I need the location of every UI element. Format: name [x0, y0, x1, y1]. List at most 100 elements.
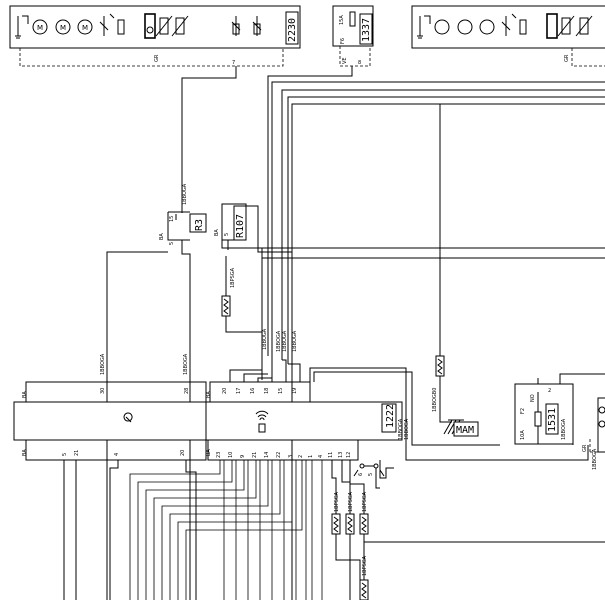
wire	[229, 369, 262, 382]
wire	[137, 460, 233, 600]
module-icon	[546, 13, 558, 39]
wire	[335, 534, 361, 580]
wire	[313, 371, 500, 446]
ecu-pin: 4	[318, 455, 324, 458]
ecu-top-right-label: BA	[206, 391, 212, 398]
relay-r107-ref: R107	[235, 214, 246, 238]
variable-resistor-icon	[155, 15, 189, 37]
ecu-top-right-group	[209, 381, 311, 402]
component-panel-right	[411, 5, 605, 49]
panel-2230-wire-label: GR	[154, 54, 160, 62]
fuse-1337-pin: 8	[358, 60, 361, 66]
fuse-1531-rating: 10A	[520, 430, 526, 440]
wire	[341, 460, 351, 514]
component-ground-mam: MAM 1BBOGB0	[432, 104, 479, 437]
ecu-pin: 16	[250, 388, 256, 394]
relay-r3-wire-code: 1BBOGA	[182, 183, 188, 205]
relay-r3-pin-top: 15	[169, 216, 175, 222]
relay-r107-wire-left: BA	[214, 229, 220, 236]
wire	[267, 66, 353, 356]
fuse-1337-wire-label: VE	[342, 57, 348, 64]
ecu-pin: 22	[276, 452, 282, 458]
relay-r3-wire-left: BA	[159, 233, 165, 240]
motor-icon: M	[55, 19, 71, 35]
ecu-pin: 19	[292, 388, 298, 394]
wire-code: 1BBOGA	[183, 353, 189, 375]
ecu-pin: 9	[240, 455, 246, 458]
ecu-pin: 2	[298, 455, 304, 458]
ecu-pin: 12	[346, 452, 352, 458]
panel-2230-bracket	[19, 48, 284, 67]
ecu-1222-ref: 1222	[385, 404, 396, 428]
wire	[271, 81, 605, 356]
ecu-pin: 20	[222, 388, 228, 394]
wire	[559, 373, 605, 384]
component-relay-r107: R107 BA 5	[214, 203, 293, 600]
resistor-icon	[519, 19, 527, 35]
svg-text:M: M	[60, 24, 66, 32]
wire	[379, 460, 394, 479]
wire	[177, 460, 293, 600]
svg-text:M: M	[37, 24, 43, 32]
wire	[287, 96, 605, 364]
panel-right-wire-label: GR	[564, 54, 570, 62]
fuse-1337-rating: 15A	[339, 15, 345, 25]
sensor-icon	[501, 13, 517, 36]
antenna-icon	[123, 412, 133, 423]
fuse-1337-bracket	[339, 46, 371, 67]
motor-icon: M	[77, 19, 93, 35]
ecu-pin: 1	[308, 455, 314, 458]
sensor-icon	[252, 16, 262, 36]
ecu-top-left-group	[25, 381, 207, 402]
panel-right-bracket	[571, 48, 605, 67]
ground-mam-ref: MAM	[456, 425, 474, 436]
fuse-1531-wire-code: 1BBOGA	[561, 418, 567, 440]
wireless-icon	[255, 410, 269, 433]
wire	[161, 460, 269, 600]
component-resistor: 1BPSGA	[359, 491, 369, 535]
ecu-bottom-left-group	[25, 440, 207, 461]
ecu-pin: 5	[62, 453, 68, 456]
wire	[282, 359, 287, 382]
resistor-wire-code: 1BPSGA	[362, 491, 368, 512]
relay-r3-pin-bottom: 5	[169, 242, 175, 245]
component-resistor: 1BPSGA	[345, 491, 355, 535]
ecu-pin: 10	[228, 452, 234, 458]
component-resistor: 1BPSGA	[331, 491, 341, 535]
wire	[363, 541, 605, 560]
module-icon	[144, 13, 156, 39]
ecu-bottom-right-group	[207, 440, 359, 461]
resistor-wire-code: 1BPSGA	[362, 555, 368, 576]
wire-code: 1BBOGA	[292, 330, 298, 352]
ecu-pin: 23	[216, 452, 222, 458]
wire	[331, 460, 337, 514]
wire	[288, 363, 301, 382]
wire	[243, 373, 268, 382]
ecu-pin: 14	[264, 452, 270, 458]
wire	[309, 367, 420, 461]
resistor-icon	[117, 19, 125, 35]
wire	[145, 460, 245, 600]
right-connector-wire-label: GR	[582, 444, 588, 452]
fuse-1337-ref: 1337	[361, 18, 372, 42]
resistor-wire-code: 1BPSGA	[230, 267, 236, 288]
wire-code: 1BBOGA	[100, 353, 106, 375]
ecu-pin: 18	[264, 388, 270, 394]
ecu-pin: 17	[236, 388, 242, 394]
wire	[291, 103, 605, 368]
panel-2230-ref: 2230	[287, 18, 298, 42]
sensor-icon	[231, 16, 241, 36]
ecu-pin: 5	[368, 473, 374, 476]
wire	[153, 460, 257, 600]
fuse-1337-fuse: F6	[340, 38, 346, 44]
ecu-top-left-label: BA	[22, 391, 28, 398]
component-right-connector: GR 1BBOGA	[582, 397, 605, 470]
component-fuse-1531: F2 10A NO 2 1531 1BBOGA	[514, 383, 574, 445]
svg-text:M: M	[82, 24, 88, 32]
component-ecu-1222: 1222	[13, 401, 403, 441]
component-resistor: 1BPSGA	[221, 256, 262, 333]
fuse-1531-wire-label: NO	[530, 394, 536, 402]
ecu-pin: 30	[100, 388, 106, 394]
ecu-pin: 4	[114, 453, 120, 456]
wire-code: 1BBOGA	[282, 330, 288, 352]
